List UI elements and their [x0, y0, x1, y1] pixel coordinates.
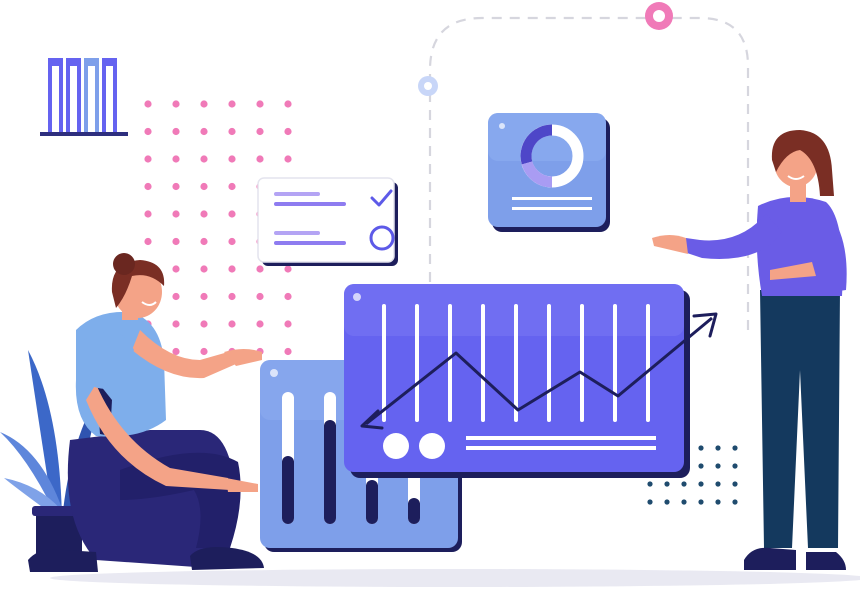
dot	[698, 481, 704, 487]
donut-chart-card	[488, 113, 610, 232]
legend-dot-2	[419, 433, 445, 459]
dot	[715, 481, 721, 487]
dashed-frame	[418, 2, 750, 330]
dot	[732, 463, 738, 469]
line-chart-card	[344, 284, 718, 478]
dot	[172, 182, 180, 191]
legend-dot-1	[383, 433, 409, 459]
grid-lines	[382, 304, 650, 422]
dot	[200, 210, 208, 218]
dot	[144, 127, 152, 136]
dot	[200, 182, 208, 191]
dot	[256, 127, 264, 136]
dot	[228, 127, 236, 136]
dot	[228, 237, 236, 246]
dot	[144, 182, 152, 191]
radio-circle-icon	[369, 225, 395, 251]
dot	[647, 481, 653, 487]
dot	[172, 155, 180, 163]
dot	[664, 481, 670, 487]
dot	[698, 463, 704, 469]
donut-segment	[520, 124, 553, 165]
dot	[256, 265, 264, 273]
dot	[228, 182, 236, 191]
dot	[200, 155, 208, 163]
dot	[256, 320, 264, 328]
bar-columns-icon	[40, 58, 128, 136]
dot	[228, 100, 236, 108]
dot	[172, 100, 180, 108]
floor-shadow	[50, 569, 860, 587]
dot	[698, 445, 704, 451]
dot	[681, 499, 687, 505]
dot	[144, 237, 152, 246]
arrow-right-icon	[692, 312, 718, 338]
dot	[664, 499, 670, 505]
dot	[200, 347, 208, 356]
grid-line	[613, 304, 617, 422]
dot	[200, 237, 208, 246]
grid-line	[382, 304, 386, 422]
dot	[228, 210, 236, 218]
dot	[228, 265, 236, 273]
dot	[172, 210, 180, 218]
dot	[256, 155, 264, 163]
dot	[284, 155, 292, 163]
dot	[681, 481, 687, 487]
arrow-left-icon	[360, 409, 384, 430]
dot	[698, 499, 704, 505]
dot	[200, 292, 208, 301]
dot	[284, 265, 292, 273]
dot	[200, 320, 208, 328]
dot	[256, 292, 264, 301]
dot	[732, 481, 738, 487]
dot	[284, 292, 292, 301]
dot	[228, 292, 236, 301]
trend-line	[365, 316, 713, 426]
dot	[715, 463, 721, 469]
grid-line	[514, 304, 518, 422]
dot	[172, 292, 180, 301]
grid-line	[646, 304, 650, 422]
dot	[284, 320, 292, 328]
woman-standing	[652, 130, 847, 570]
dot	[144, 210, 152, 218]
dot	[715, 499, 721, 505]
dot	[172, 237, 180, 246]
grid-line	[415, 304, 419, 422]
dot	[228, 155, 236, 163]
check-icon	[370, 189, 393, 207]
dot	[172, 347, 180, 356]
dot	[144, 100, 152, 108]
dot	[172, 265, 180, 273]
dot	[172, 127, 180, 136]
dot	[715, 445, 721, 451]
grid-line	[580, 304, 584, 422]
dot	[284, 347, 292, 356]
grid-line	[481, 304, 485, 422]
grid-line	[448, 304, 452, 422]
dot	[284, 127, 292, 136]
dot	[172, 320, 180, 328]
dot	[647, 499, 653, 505]
dot	[732, 499, 738, 505]
grid-line	[547, 304, 551, 422]
dot	[200, 127, 208, 136]
dot	[256, 100, 264, 108]
checklist-card	[257, 177, 398, 266]
dot	[200, 100, 208, 108]
dot	[284, 100, 292, 108]
dot	[200, 265, 208, 273]
dot	[144, 155, 152, 163]
woman-kneeling	[28, 253, 264, 572]
dot	[228, 320, 236, 328]
dot	[732, 445, 738, 451]
hair-bun	[113, 253, 135, 275]
